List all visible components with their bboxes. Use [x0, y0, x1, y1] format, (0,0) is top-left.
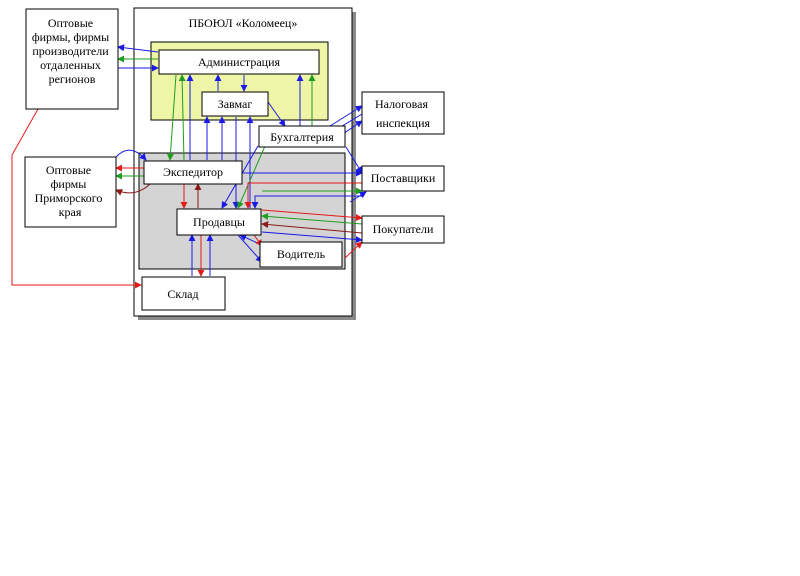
svg-text:Оптовые фирмы, фирмы: Оптовые фирмы, фирмы производители отдал…	[32, 16, 112, 86]
svg-text:Оптовые фирмы Прим: Оптовые фирмы Приморского края	[35, 163, 106, 219]
node-warehouse: Склад	[141, 276, 226, 311]
node-administration: Администрация	[158, 49, 320, 75]
tax-inspection-line-1: Налоговая	[375, 97, 429, 111]
node-primorye-wholesalers: Оптовые фирмы Приморского края	[24, 156, 117, 228]
buyers-label: Покупатели	[373, 222, 434, 236]
primorye-wholesalers-line-2: фирмы	[51, 177, 87, 191]
node-accounting: Бухгалтерия	[258, 125, 346, 148]
node-buyers: Покупатели	[361, 215, 445, 244]
remote-wholesalers-line-5: регионов	[49, 72, 96, 86]
primorye-wholesalers-line-1: Оптовые	[46, 163, 91, 177]
remote-wholesalers-line-2: фирмы, фирмы	[32, 30, 109, 44]
primorye-wholesalers-line-3: Приморского	[35, 191, 103, 205]
node-sellers: Продавцы	[176, 208, 262, 236]
connectors	[11, 44, 367, 289]
suppliers-label: Поставщики	[371, 171, 436, 185]
sellers-label: Продавцы	[193, 215, 245, 229]
administration-label: Администрация	[198, 55, 281, 69]
remote-wholesalers-line-4: отдаленных	[40, 58, 101, 72]
node-driver: Водитель	[259, 241, 343, 268]
driver-label: Водитель	[277, 247, 326, 261]
accounting-label: Бухгалтерия	[270, 130, 334, 144]
tax-inspection-line-2: инспекция	[376, 116, 431, 130]
company-title: ПБОЮЛ «Коломеец»	[189, 16, 298, 30]
warehouse-label: Склад	[167, 287, 198, 301]
svg-text:Налоговая инспекция: Налоговая инспекция	[375, 97, 431, 130]
remote-wholesalers-line-3: производители	[32, 44, 109, 58]
remote-wholesalers-line-1: Оптовые	[48, 16, 93, 30]
zavmag-label: Завмаг	[218, 97, 253, 111]
node-tax-inspection: Налоговая инспекция	[361, 91, 445, 135]
primorye-wholesalers-line-4: края	[59, 205, 82, 219]
node-expeditor: Экспедитор	[143, 160, 243, 185]
node-remote-wholesalers: Оптовые фирмы, фирмы производители отдал…	[25, 8, 119, 110]
node-zavmag: Завмаг	[201, 91, 269, 117]
node-suppliers: Поставщики	[361, 165, 445, 192]
expeditor-label: Экспедитор	[163, 165, 223, 179]
